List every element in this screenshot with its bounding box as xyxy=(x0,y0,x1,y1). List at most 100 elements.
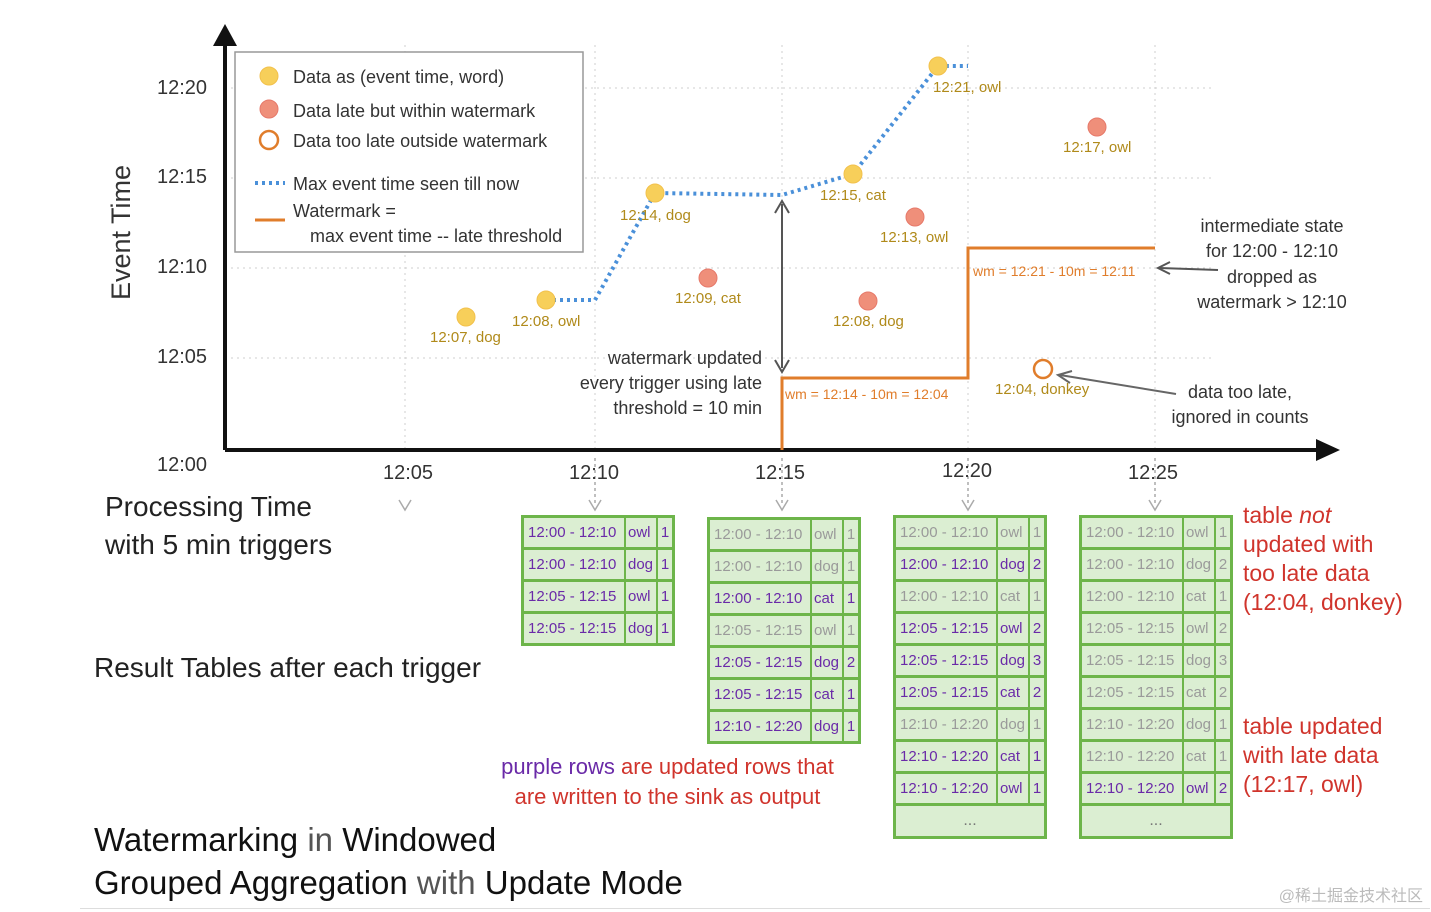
title-line: Watermarking in Windowed xyxy=(94,818,683,861)
window-cell: 12:00 - 12:10 xyxy=(710,520,812,549)
note-text: ignored in counts xyxy=(1171,407,1308,427)
legend-label: Max event time seen till now xyxy=(293,174,520,194)
side-note-text: table xyxy=(1243,502,1300,528)
side-note-not-updated: table not updated with too late data (12… xyxy=(1243,501,1403,617)
word-cell: owl xyxy=(1184,614,1216,643)
x-axis-title-line: Processing Time xyxy=(105,491,312,522)
window-cell: 12:05 - 12:15 xyxy=(1082,678,1184,707)
side-note-line: table not xyxy=(1243,501,1403,530)
title-emph: Update Mode xyxy=(484,864,683,901)
ontime-point xyxy=(536,290,556,310)
count-cell: 2 xyxy=(1032,684,1042,701)
window-cell: 12:00 - 12:10 xyxy=(710,584,812,613)
y-tick: 12:20 xyxy=(157,77,207,99)
ontime-point xyxy=(456,307,476,327)
count-cell: 1 xyxy=(1218,716,1228,733)
data-points xyxy=(456,56,1107,380)
word-cell: dog xyxy=(1184,646,1216,675)
word-cell: owl xyxy=(1184,774,1216,803)
legend: Data as (event time, word) Data late but… xyxy=(234,51,584,253)
word-cell: dog xyxy=(626,614,658,643)
x-tick: 12:05 xyxy=(383,462,433,484)
late-point xyxy=(698,268,718,288)
x-axis-title: Processing Time with 5 min triggers xyxy=(105,488,332,564)
point-label: 12:07, dog xyxy=(430,329,501,346)
watermark-update-arrow xyxy=(774,199,790,374)
window-cell: 12:05 - 12:15 xyxy=(524,614,626,643)
title-emph: Watermarking xyxy=(94,821,299,858)
point-label: 12:21, owl xyxy=(933,79,1001,96)
watermark-label: wm = 12:14 - 10m = 12:04 xyxy=(784,386,949,402)
x-tick: 12:10 xyxy=(569,462,619,484)
word-cell: owl xyxy=(812,616,844,645)
count-cell: 1 xyxy=(660,620,670,637)
axes xyxy=(213,24,1340,461)
count-cell: 2 xyxy=(1218,780,1228,797)
side-note-line: (12:17, owl) xyxy=(1243,771,1364,797)
window-cell: 12:00 - 12:10 xyxy=(1082,550,1184,579)
count-cell: 1 xyxy=(846,686,856,703)
point-label: 12:15, cat xyxy=(820,187,887,204)
window-cell: 12:10 - 12:20 xyxy=(1082,710,1184,739)
window-cell: 12:05 - 12:15 xyxy=(710,616,812,645)
too-late-arrow xyxy=(1055,370,1177,395)
footer-divider xyxy=(80,908,1430,909)
note-text: for 12:00 - 12:10 xyxy=(1206,241,1338,261)
window-cell: 12:00 - 12:10 xyxy=(524,518,626,547)
word-cell: dog xyxy=(626,550,658,579)
count-cell: 1 xyxy=(1218,524,1228,541)
word-cell: owl xyxy=(998,518,1030,547)
count-cell: 1 xyxy=(660,556,670,573)
count-cell: 2 xyxy=(1218,620,1228,637)
legend-label: max event time -- late threshold xyxy=(310,226,562,246)
watermark-label: wm = 12:21 - 10m = 12:11 xyxy=(972,263,1136,279)
x-axis-title-line: with 5 min triggers xyxy=(105,529,333,560)
word-cell: owl xyxy=(998,774,1030,803)
too-late-point xyxy=(1032,358,1054,380)
word-cell: cat xyxy=(1184,678,1216,707)
window-cell: 12:05 - 12:15 xyxy=(524,582,626,611)
side-note-line: (12:04, donkey) xyxy=(1243,589,1403,615)
window-cell: 12:05 - 12:15 xyxy=(896,614,998,643)
y-axis-title: Event Time xyxy=(106,165,136,300)
result-tables-label: Result Tables after each trigger xyxy=(94,652,482,683)
purple-rows-note: purple rows are updated rows that are wr… xyxy=(470,752,865,812)
side-note-line: updated with xyxy=(1243,531,1374,557)
word-cell: dog xyxy=(812,648,844,677)
word-cell: owl xyxy=(998,614,1030,643)
legend-label: Data too late outside watermark xyxy=(293,131,548,151)
window-cell: 12:05 - 12:15 xyxy=(710,648,812,677)
word-cell: dog xyxy=(812,712,844,741)
point-label: 12:08, dog xyxy=(833,313,904,330)
word-cell: cat xyxy=(812,584,844,613)
window-cell: 12:00 - 12:10 xyxy=(896,582,998,611)
note-text: watermark updated xyxy=(607,348,762,368)
legend-label: Data as (event time, word) xyxy=(293,67,504,87)
window-cell: 12:10 - 12:20 xyxy=(1082,774,1184,803)
count-cell: 2 xyxy=(1032,620,1042,637)
count-cell: 1 xyxy=(846,558,856,575)
window-cell: 12:05 - 12:15 xyxy=(710,680,812,709)
word-cell: dog xyxy=(998,710,1030,739)
count-cell: 2 xyxy=(1032,556,1042,573)
y-tick: 12:05 xyxy=(157,346,207,368)
